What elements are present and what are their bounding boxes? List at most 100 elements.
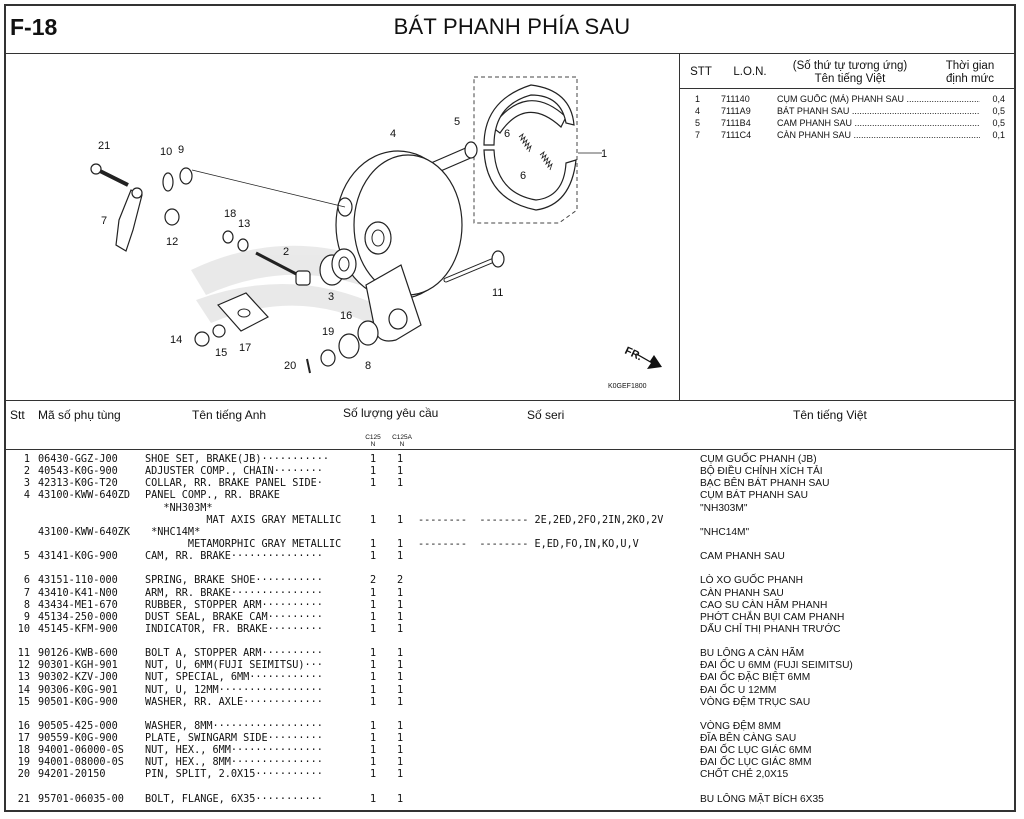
callout: 6 <box>520 170 526 182</box>
qty-c125a: 1 <box>397 611 404 623</box>
part-number: 43141-K0G-900 <box>38 551 118 563</box>
part-number: 43151-110-000 <box>38 575 118 587</box>
part-index: 11 <box>17 648 30 660</box>
qty-c125: 1 <box>370 672 377 684</box>
qty-c125: 1 <box>370 720 377 732</box>
callout: 10 <box>160 146 172 158</box>
qty-c125: 1 <box>370 648 377 660</box>
labor-name: CÀN PHANH SAU <box>777 130 980 140</box>
qty-c125a: 1 <box>397 539 404 551</box>
callout: 7 <box>101 215 107 227</box>
exploded-parts-diagram: 21 10 9 7 12 18 13 4 5 6 6 1 2 3 11 16 1… <box>90 76 662 390</box>
callout: 13 <box>238 218 250 230</box>
part-vietnamese-name: BU LÔNG MẶT BÍCH 6X35 <box>700 793 824 805</box>
part-index: 15 <box>17 696 30 708</box>
part-index: 10 <box>17 623 30 635</box>
part-number: 94001-06000-0S <box>38 745 124 757</box>
part-number: 90559-K0G-900 <box>38 733 118 744</box>
qty-c125a: 1 <box>397 623 404 635</box>
callout: 14 <box>170 334 182 346</box>
bolt-11 <box>491 250 505 268</box>
labor-header-time-line1: Thời gian <box>945 60 995 72</box>
nut-8mm <box>320 349 336 367</box>
page-frame <box>4 4 1016 812</box>
parts-header-serial: Số seri <box>527 408 565 422</box>
part-english-name: SHOE SET, BRAKE(JB)··········· <box>145 454 330 465</box>
part-index: 3 <box>23 478 30 490</box>
part-index: 9 <box>23 611 30 623</box>
labor-header-name: (Số thứ tự tương ứng) Tên tiếng Việt <box>780 60 920 86</box>
nut-hex-6mm <box>222 230 234 244</box>
parts-header-qty: Số lượng yêu cầu <box>343 406 439 420</box>
qty-c125a: 1 <box>397 587 404 599</box>
part-vietnamese-name: ĐAI ỐC U 6MM (FUJI SEIMITSU) <box>700 660 853 672</box>
washer-8mm <box>338 333 360 359</box>
labor-name: CỤM GUỐC (MÁ) PHANH SAU <box>777 94 980 104</box>
part-vietnamese-name: CAM PHANH SAU <box>700 551 785 563</box>
labor-time: 0,4 <box>992 94 1005 104</box>
part-vietnamese-name: CAO SU CÀN HÃM PHANH <box>700 599 828 611</box>
diagram-divider <box>679 53 680 400</box>
part-number: 45145-KFM-900 <box>38 623 118 635</box>
part-index: 4 <box>23 490 30 502</box>
parts-row: *NH303M*"NH303M" <box>0 503 1024 515</box>
part-number: 43100-KWW-640ZK <box>38 526 131 538</box>
qty-c125: 1 <box>370 611 377 623</box>
figure-code: K0GEF1800 <box>608 383 647 390</box>
callout: 12 <box>166 236 178 248</box>
part-english-name: NUT, U, 12MM················· <box>145 684 323 696</box>
qty-c125a: 1 <box>397 454 404 465</box>
qty-c125: 1 <box>370 660 377 672</box>
part-number: 90301-KGH-901 <box>38 660 118 672</box>
labor-time: 0,1 <box>992 130 1005 140</box>
part-number: 94001-08000-0S <box>38 757 124 769</box>
qty-c125: 1 <box>370 466 377 478</box>
nut-special-6mm <box>237 238 249 252</box>
callout: 3 <box>328 291 334 303</box>
part-english-name: SPRING, BRAKE SHOE··········· <box>145 575 323 587</box>
model-c125-label: C125 <box>365 434 381 441</box>
part-english-name: *NH303M* <box>145 502 213 514</box>
part-english-name: BOLT, FLANGE, 6X35··········· <box>145 793 323 805</box>
qty-c125: 1 <box>370 684 377 696</box>
part-vietnamese-name: ĐĨA BÊN CÀNG SAU <box>700 733 797 744</box>
part-number: 90501-K0G-900 <box>38 696 118 708</box>
model-c125-sub: N <box>370 441 376 448</box>
nut-12mm <box>194 331 210 347</box>
part-number: 42313-K0G-T20 <box>38 478 118 490</box>
callout: 21 <box>98 140 110 152</box>
part-number: 40543-K0G-900 <box>38 466 118 478</box>
qty-c125a: 1 <box>397 660 404 672</box>
callout: 18 <box>224 208 236 220</box>
part-english-name: PLATE, SWINGARM SIDE········· <box>145 733 323 744</box>
qty-c125a: 1 <box>397 793 404 805</box>
part-number: 95701-06035-00 <box>38 793 124 805</box>
labor-name: CAM PHANH SAU <box>777 118 980 128</box>
labor-row: 7 7111C4 CÀN PHANH SAU 0,1 <box>685 130 1010 142</box>
part-english-name: RUBBER, STOPPER ARM·········· <box>145 599 323 611</box>
part-vietnamese-name: ĐAI ỐC LỤC GIÁC 6MM <box>700 745 812 757</box>
model-c125a-label: C125A <box>392 434 412 441</box>
model-c125: C125 N <box>363 434 383 448</box>
qty-c125a: 1 <box>397 648 404 660</box>
callout: 11 <box>492 287 503 299</box>
callout: 17 <box>239 342 251 354</box>
qty-c125a: 1 <box>397 757 404 769</box>
part-index: 1 <box>23 454 30 465</box>
parts-header-divider <box>4 449 1016 450</box>
part-index: 5 <box>23 551 30 563</box>
callout: 9 <box>178 144 184 156</box>
page-title: BÁT PHANH PHÍA SAU <box>393 14 631 39</box>
part-english-name: INDICATOR, FR. BRAKE········· <box>145 623 323 635</box>
